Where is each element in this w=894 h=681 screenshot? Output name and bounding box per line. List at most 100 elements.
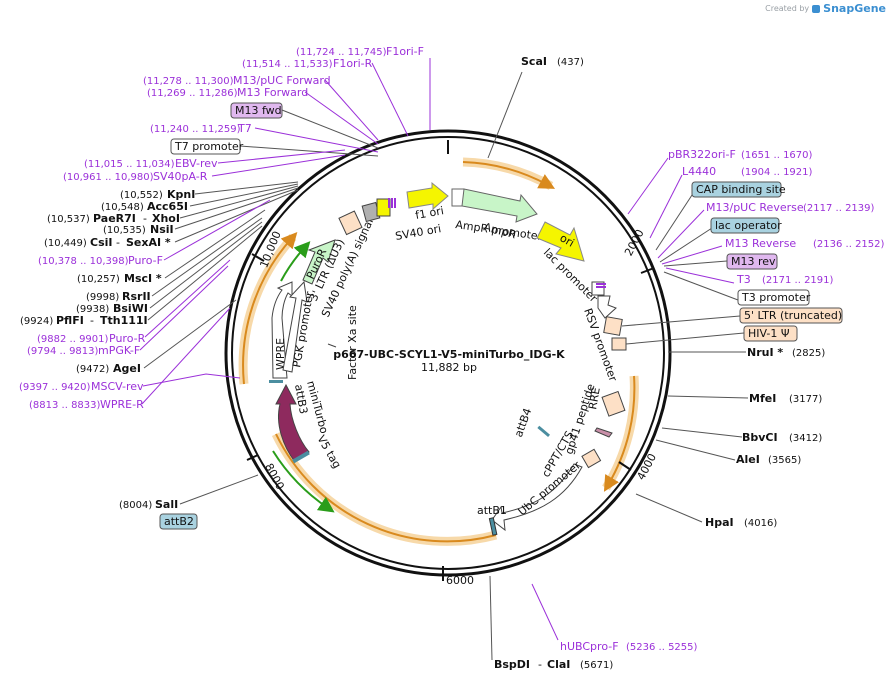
ori-arrow	[536, 221, 585, 262]
sv40pa-r-pos: (10,961 .. 10,980)	[63, 172, 154, 183]
factor-xa-tick	[327, 343, 337, 348]
t3-promoter-label: T3 promoter	[741, 291, 811, 304]
agei-pos: (9472)	[76, 364, 109, 375]
tick-6000: 6000	[446, 574, 474, 587]
f1ori-f-pos: (11,724 .. 11,745)	[296, 47, 387, 58]
m13-fwd-label: M13 Forward	[237, 86, 308, 99]
msci-pos: (10,257)	[77, 274, 120, 285]
attb3-label: attB3	[292, 383, 310, 415]
rsv-arrow	[597, 295, 617, 319]
hpai-label: HpaI	[705, 516, 734, 529]
bbvci-label: BbvCI	[742, 431, 778, 444]
mscv-rev-label: MSCV-rev	[91, 380, 144, 393]
rre-box	[601, 390, 626, 417]
scai-label: ScaI	[521, 55, 547, 68]
backbone-inner	[231, 136, 665, 570]
ampr-arrow	[461, 188, 538, 223]
nrui-label: NruI *	[747, 346, 783, 359]
gp41-marker	[594, 427, 613, 438]
cap-site-label: CAP binding site	[696, 183, 786, 196]
csii-sep: -	[116, 236, 120, 249]
hubcpro-f-pos: (5236 .. 5255)	[626, 642, 698, 653]
bspdi-label: BspDI	[494, 658, 530, 671]
t7-promoter-label: T7 promoter	[174, 140, 244, 153]
cppt-box	[581, 448, 602, 469]
arrow-bottom-green	[272, 450, 335, 513]
paer7i-pos: (10,537)	[47, 214, 90, 225]
m13puc-rev-pos: (2117 .. 2139)	[803, 203, 875, 214]
xhoi-label: XhoI	[152, 212, 180, 225]
band-ampr	[462, 157, 554, 190]
backbone-outer	[224, 129, 672, 577]
arrow-puro-green	[280, 241, 311, 282]
hubcpro-f-label: hUBCpro-F	[560, 640, 619, 653]
puro-r-pos: (9882 .. 9901)	[37, 334, 109, 345]
rsrii-pos: (9998)	[86, 292, 119, 303]
rre-label: RRE	[586, 386, 603, 410]
attb3-marker	[269, 380, 283, 383]
alei-label: AleI	[736, 453, 760, 466]
cap-site-marker	[591, 281, 605, 296]
bsiwi-label: BsiWI	[113, 302, 148, 315]
arrow-ampr-band	[462, 161, 556, 189]
arrow-bottom	[275, 433, 497, 543]
arrow-lentiviral	[603, 375, 636, 492]
m13-rev-box-label: M13 rev	[731, 255, 776, 268]
puro-f-label: Puro-F	[128, 254, 163, 267]
labels-left: (11,724 .. 11,745) F1ori-F (11,514 .. 11…	[19, 45, 424, 530]
mfei-pos: (3177)	[789, 394, 822, 405]
paer7i-label: PaeR7I	[93, 212, 136, 225]
mpgk-f-pos: (9794 .. 9813)	[27, 346, 99, 357]
pbr322ori-f-pos: (1651 .. 1670)	[741, 150, 813, 161]
rsrii-label: RsrII	[122, 290, 151, 303]
bbvci-pos: (3412)	[789, 433, 822, 444]
hpai-pos: (4016)	[744, 518, 777, 529]
miniturbo-arrow	[275, 383, 310, 463]
m13-rev-pos: (2136 .. 2152)	[813, 239, 885, 250]
ebv-rev-pos: (11,015 .. 11,034)	[84, 159, 175, 170]
cap-site-box	[691, 181, 782, 198]
primer-ticks-top	[388, 198, 606, 288]
t3-pos: (2171 .. 2191)	[762, 275, 834, 286]
pbr322ori-f-label: pBR322ori-F	[668, 148, 736, 161]
sexai-label: SexAI *	[126, 236, 171, 249]
bsiwi-pos: (9938)	[76, 304, 109, 315]
ltr5-box	[603, 316, 623, 336]
plasmid-name: p667-UBC-SCYL1-V5-miniTurbo_IDG-K	[333, 348, 565, 361]
l4440-label: L4440	[682, 165, 716, 178]
ltr5-label: 5' LTR (truncated)	[744, 309, 842, 322]
hiv-psi-label-box	[743, 325, 798, 342]
nsii-pos: (10,535)	[103, 225, 146, 236]
wpre-r-label: WPRE-R	[100, 398, 144, 411]
msci-label: MscI *	[124, 272, 162, 285]
wpre-label: WPRE	[274, 338, 287, 370]
m13puc-fwd-label: M13/pUC Forward	[233, 74, 331, 87]
wpre-arrow	[271, 281, 293, 379]
attb4-marker	[537, 425, 551, 438]
tth111i-label: Tth111I	[100, 314, 148, 327]
snapgene-brand: SnapGene	[823, 2, 886, 15]
mscv-rev-pos: (9397 .. 9420)	[19, 382, 91, 393]
pflfi-sep: -	[90, 314, 94, 327]
ori-label: ori	[558, 231, 577, 249]
plasmid-size: 11,882 bp	[421, 361, 477, 374]
attb4-label: attB4	[512, 406, 534, 439]
t3-label: T3	[736, 273, 751, 286]
f1-ori-label: f1 ori	[414, 204, 445, 222]
factor-xa-label: Factor Xa site	[346, 305, 359, 380]
scai-pos: (437)	[557, 57, 584, 68]
nsii-label: NsiI	[150, 223, 174, 236]
m13puc-rev-label: M13/pUC Reverse	[706, 201, 804, 214]
bspdi-sep: -	[538, 658, 542, 671]
attb1-marker	[488, 517, 498, 536]
ampr-promoter-label: AmpR promoter	[455, 218, 544, 243]
puro-r-label: Puro-R	[109, 332, 146, 345]
acc65i-label: Acc65I	[147, 200, 188, 213]
mfei-label: MfeI	[749, 392, 776, 405]
mpgk-f-label: mPGK-F	[98, 344, 140, 357]
t7-pos: (11,240 .. 11,259)	[150, 124, 241, 135]
wpre-r-pos: (8813 .. 8833)	[29, 400, 101, 411]
pgk-arrow	[282, 280, 308, 373]
sali-pos: (8004)	[119, 500, 152, 511]
